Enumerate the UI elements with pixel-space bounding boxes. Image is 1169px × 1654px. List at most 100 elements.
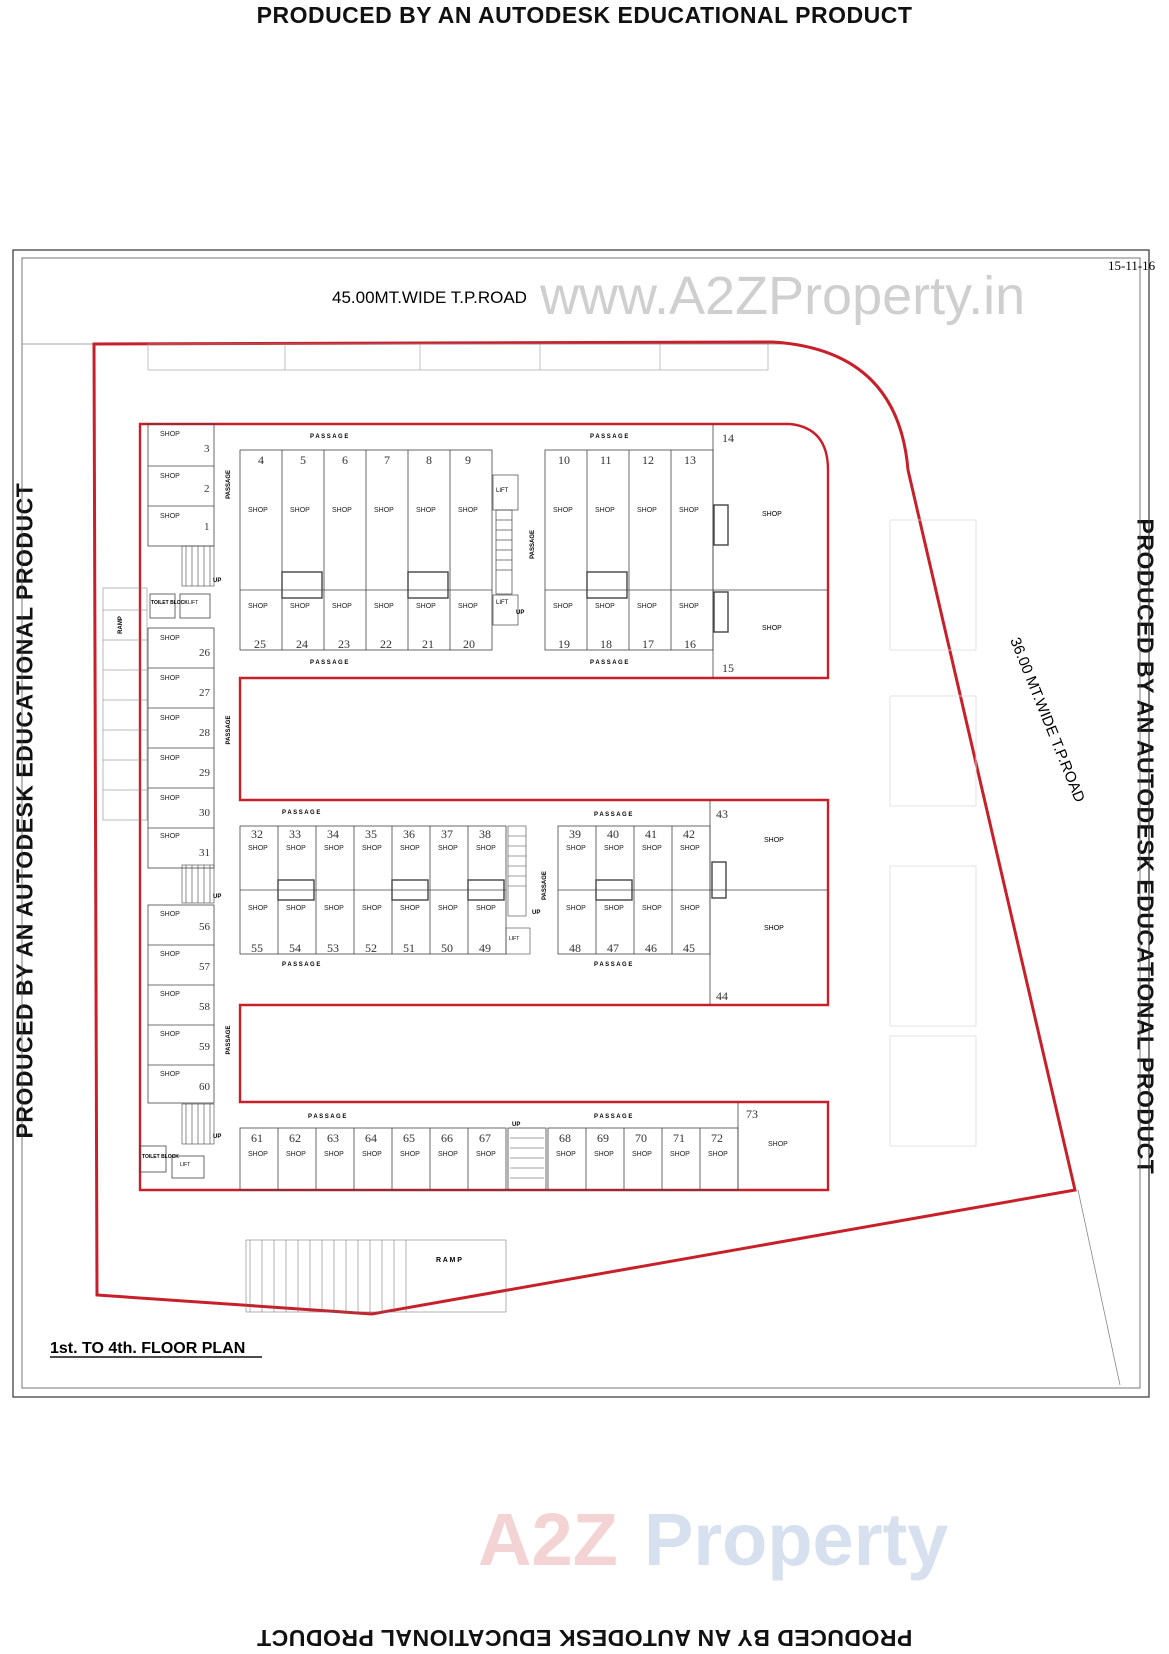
- passage-label-9: P A S S A G E: [308, 1114, 346, 1120]
- svg-text:SHOP: SHOP: [595, 507, 615, 514]
- shop-block-2: [544, 449, 729, 651]
- svg-text:SHOP: SHOP: [160, 675, 180, 682]
- ramp-west-label: RAMP: [118, 616, 124, 634]
- svg-text:SHOP: SHOP: [438, 845, 458, 852]
- svg-text:13: 13: [684, 453, 696, 467]
- svg-text:SHOP: SHOP: [400, 905, 420, 912]
- svg-text:57: 57: [199, 961, 211, 973]
- svg-text:69: 69: [597, 1131, 609, 1145]
- toilet-lift-west-1: [149, 593, 211, 619]
- up-label-5: UP: [213, 1134, 221, 1140]
- svg-text:40: 40: [607, 827, 619, 841]
- svg-text:3: 3: [204, 443, 210, 455]
- svg-text:34: 34: [327, 827, 339, 841]
- svg-text:63: 63: [327, 1131, 339, 1145]
- corner-shops-43-44: [709, 800, 828, 1005]
- passage-label-5: P A S S A G E: [282, 810, 320, 816]
- svg-text:73: 73: [746, 1107, 758, 1121]
- svg-text:SHOP: SHOP: [438, 1151, 458, 1158]
- svg-text:SHOP: SHOP: [604, 845, 624, 852]
- svg-text:39: 39: [569, 827, 581, 841]
- svg-text:SHOP: SHOP: [553, 603, 573, 610]
- passage-label-2: P A S S A G E: [590, 434, 628, 440]
- svg-text:SHOP: SHOP: [642, 905, 662, 912]
- svg-text:SHOP: SHOP: [679, 603, 699, 610]
- svg-text:SHOP: SHOP: [248, 845, 268, 852]
- passage-vertical-4: PASSAGE: [542, 871, 548, 900]
- shop-block-3-labels: 32 33 34 35 36 37 38 55 54 53 52 51 50 4…: [251, 827, 491, 955]
- west-column-shops-26-31-labels: 26 27 28 29 30 31: [199, 647, 211, 859]
- svg-text:37: 37: [441, 827, 453, 841]
- svg-text:7: 7: [384, 453, 390, 467]
- svg-text:SHOP: SHOP: [160, 755, 180, 762]
- stair-west-2: [181, 864, 215, 1145]
- svg-text:SHOP: SHOP: [290, 507, 310, 514]
- svg-text:SHOP: SHOP: [332, 507, 352, 514]
- shop-block-2-labels: 10 11 12 13 19 18 17 16: [558, 453, 696, 651]
- shop-block-4-labels: 39 40 41 42 48 47 46 45: [569, 827, 695, 955]
- svg-text:SHOP: SHOP: [768, 1141, 788, 1148]
- svg-text:62: 62: [289, 1131, 301, 1145]
- svg-text:SHOP: SHOP: [416, 507, 436, 514]
- svg-text:SHOP: SHOP: [374, 603, 394, 610]
- svg-text:52: 52: [365, 941, 377, 955]
- svg-text:SHOP: SHOP: [642, 845, 662, 852]
- passage-label-7: P A S S A G E: [282, 962, 320, 968]
- svg-text:SHOP: SHOP: [595, 603, 615, 610]
- west-column-shops-56-60-labels: 56 57 58 59 60: [199, 921, 211, 1093]
- lift-label-2: LIFT: [496, 600, 509, 606]
- passage-label-3: P A S S A G E: [310, 660, 348, 666]
- svg-text:27: 27: [199, 687, 211, 699]
- svg-text:SHOP: SHOP: [566, 905, 586, 912]
- svg-text:SHOP: SHOP: [476, 845, 496, 852]
- passage-label-10: P A S S A G E: [594, 1114, 632, 1120]
- svg-text:32: 32: [251, 827, 263, 841]
- shop-block-1-labels: 4 5 6 7 8 9 25 24 23 22 21 20: [254, 453, 475, 651]
- up-label-2: UP: [213, 578, 221, 584]
- core-lift-stair-1: [492, 474, 519, 626]
- site-boundary: [92, 340, 1077, 1316]
- svg-text:SHOP: SHOP: [680, 845, 700, 852]
- svg-text:SHOP: SHOP: [160, 795, 180, 802]
- shop-14-tag: SHOP: [762, 511, 782, 518]
- svg-text:SHOP: SHOP: [604, 905, 624, 912]
- ramp-south: [245, 1239, 507, 1313]
- svg-text:SHOP: SHOP: [566, 845, 586, 852]
- svg-text:SHOP: SHOP: [476, 1151, 496, 1158]
- stair-west-1: [181, 545, 215, 587]
- svg-text:SHOP: SHOP: [160, 991, 180, 998]
- shop-15-tag: SHOP: [762, 625, 782, 632]
- east-parking-outlines: [889, 519, 977, 1147]
- svg-text:61: 61: [251, 1131, 263, 1145]
- svg-text:9: 9: [465, 453, 471, 467]
- svg-text:72: 72: [711, 1131, 723, 1145]
- svg-text:54: 54: [289, 941, 301, 955]
- svg-text:SHOP: SHOP: [637, 507, 657, 514]
- svg-text:38: 38: [479, 827, 491, 841]
- svg-text:SHOP: SHOP: [458, 507, 478, 514]
- svg-text:SHOP: SHOP: [362, 845, 382, 852]
- svg-text:21: 21: [422, 637, 434, 651]
- svg-text:11: 11: [600, 453, 612, 467]
- building-outline: [138, 422, 830, 1192]
- up-label-6: UP: [512, 1122, 520, 1128]
- svg-text:5: 5: [300, 453, 306, 467]
- north-strip: [147, 343, 769, 371]
- svg-text:10: 10: [558, 453, 570, 467]
- shop-block-3: [239, 825, 507, 955]
- svg-text:58: 58: [199, 1001, 211, 1013]
- shop-14-number: 14: [722, 431, 734, 445]
- svg-text:19: 19: [558, 637, 570, 651]
- svg-text:59: 59: [199, 1041, 211, 1053]
- svg-text:SHOP: SHOP: [248, 603, 268, 610]
- svg-text:26: 26: [199, 647, 211, 659]
- shop-44-number: 44: [716, 989, 728, 1003]
- shop-15-number: 15: [722, 661, 734, 675]
- svg-text:SHOP: SHOP: [160, 715, 180, 722]
- svg-text:SHOP: SHOP: [160, 635, 180, 642]
- svg-text:56: 56: [199, 921, 211, 933]
